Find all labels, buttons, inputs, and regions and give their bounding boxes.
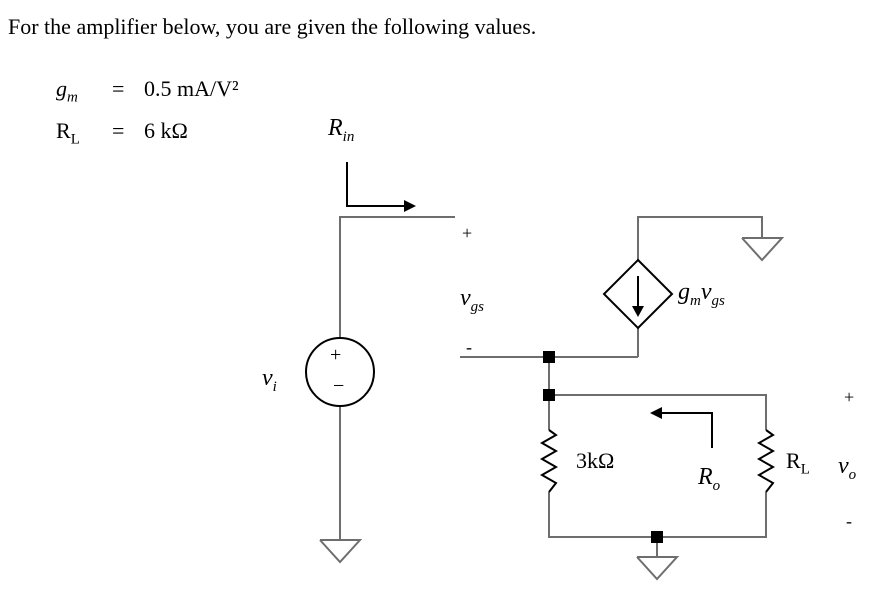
rl-label: RL [786, 448, 810, 478]
source-minus-sign: − [333, 375, 345, 397]
vo-label: vo [838, 453, 857, 483]
junction-node [543, 389, 555, 401]
resistor-3k-label: 3kΩ [576, 448, 615, 473]
vo-plus-sign: + [844, 387, 855, 407]
junction-node [543, 351, 555, 363]
ro-arrow [650, 407, 713, 448]
gm-value: 0.5 mA/V² [144, 76, 239, 101]
input-top-wire [339, 216, 455, 338]
gm-symbol: gm [56, 76, 78, 106]
resistor-3k [539, 429, 559, 493]
current-source-label: gmvgs [678, 279, 725, 309]
rl-symbol: RL [56, 118, 80, 148]
voltage-source [305, 337, 375, 407]
vgs-plus-sign: + [462, 223, 473, 243]
rl-value: 6 kΩ [144, 118, 188, 143]
vi-label: vi [262, 365, 277, 395]
rin-arrow [346, 162, 416, 212]
ground-symbol-left [319, 539, 363, 564]
gm-equals: = [112, 76, 125, 101]
output-bottom-wire [548, 492, 767, 538]
junction-node [651, 531, 663, 543]
ground-symbol-bottom [636, 556, 680, 581]
output-top-wire [549, 394, 767, 430]
vgs-minus-sign: - [466, 337, 472, 357]
rl-equals: = [112, 118, 125, 143]
param-rl-row: RL = 6 kΩ [56, 118, 356, 148]
source-top-wire [637, 216, 763, 260]
source-plus-sign: + [330, 344, 342, 366]
wires [339, 216, 767, 557]
rin-label: Rin [328, 115, 355, 145]
dependent-current-source [602, 258, 674, 330]
ground-symbol-top [741, 237, 785, 262]
problem-statement: For the amplifier below, you are given t… [8, 14, 537, 39]
param-gm-row: gm = 0.5 mA/V² [56, 76, 356, 106]
ro-label: Ro [698, 464, 721, 494]
vgs-label: vgs [460, 285, 484, 315]
vo-minus-sign: - [846, 511, 852, 531]
resistor-rl [756, 429, 776, 493]
